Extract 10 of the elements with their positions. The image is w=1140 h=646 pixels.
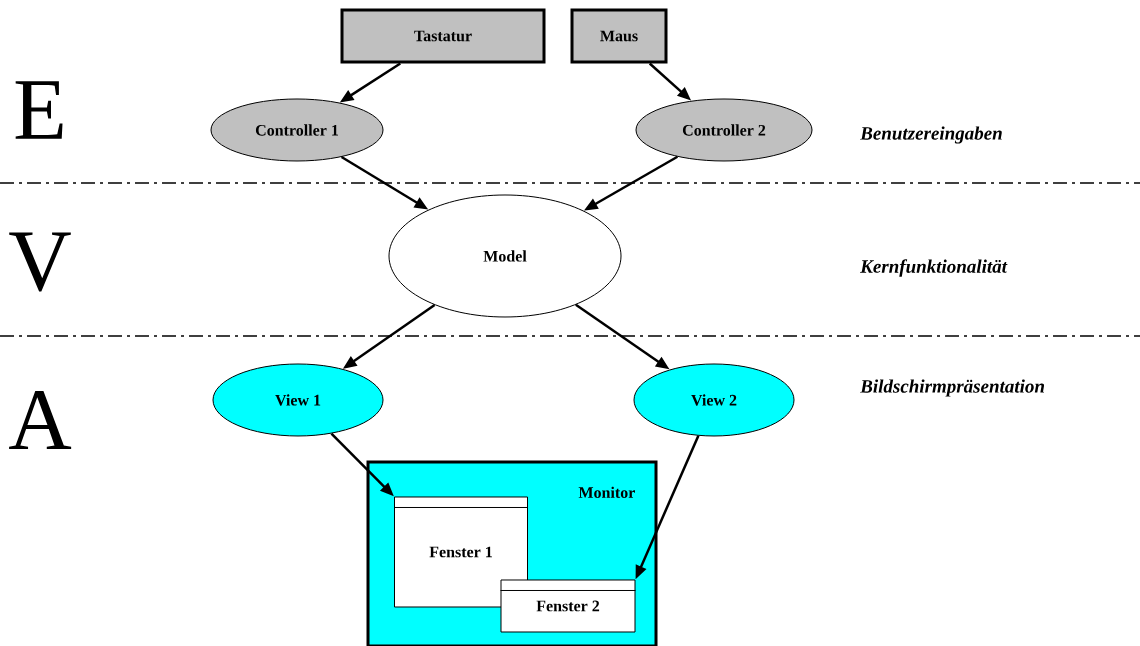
layer-label: Kernfunktionalität — [860, 259, 1008, 277]
window-box: Fenster 1 — [393, 496, 529, 608]
device-box: Maus — [570, 8, 668, 64]
section-letter: A — [9, 390, 72, 450]
device-box: Tastatur — [340, 8, 546, 64]
layer-label: Bildschirmpräsentation — [860, 379, 1045, 397]
section-letter: V — [9, 232, 71, 292]
window-box: Fenster 2 — [500, 579, 636, 633]
section-letter: E — [15, 81, 63, 139]
layer-label: Benutzereingaben — [860, 126, 1002, 144]
